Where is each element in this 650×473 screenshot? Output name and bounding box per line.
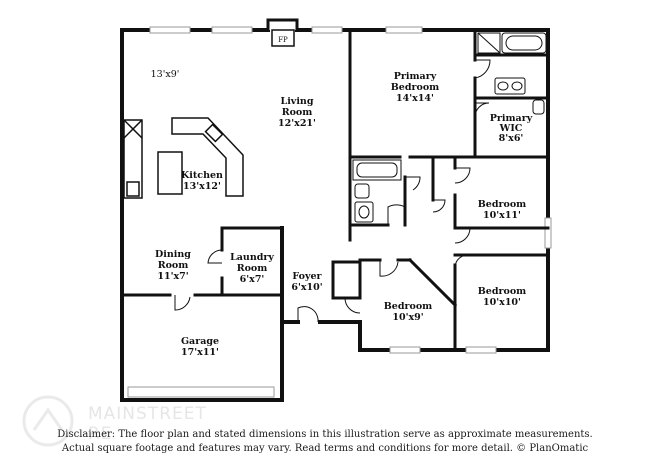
bedroom-s-dimensions: 10'x9' (392, 312, 423, 323)
porch-dimensions: 13'x9' (151, 69, 180, 80)
interior-walls (120, 28, 550, 352)
kitchen-label: Kitchen (181, 170, 223, 181)
laundry-room-dimensions: 6'x7' (240, 274, 265, 285)
windows (127, 26, 552, 398)
laundry-room-label-1: Laundry (230, 252, 274, 263)
disclaimer-line-1: Disclaimer: The floor plan and stated di… (57, 429, 593, 440)
primary-wic-label-2: WIC (499, 123, 523, 134)
watermark-logo-icon (22, 395, 74, 447)
watermark-text-2: RE (88, 424, 113, 444)
living-room-dimensions: 12'x21' (278, 118, 316, 129)
watermark-text-1: MAINSTREET (88, 404, 207, 424)
bedroom-ne-label: Bedroom (478, 199, 526, 210)
bedroom-se-label: Bedroom (478, 286, 526, 297)
bath-fixtures (352, 32, 547, 223)
primary-bedroom-label-1: Primary (394, 71, 437, 82)
primary-wic-label-1: Primary (490, 113, 533, 124)
foyer-dimensions: 6'x10' (291, 282, 322, 293)
fireplace-label: FP (278, 36, 288, 44)
garage-label: Garage (181, 336, 219, 347)
primary-bedroom-dimensions: 14'x14' (396, 93, 434, 104)
living-room-label-1: Living (281, 96, 314, 107)
doors (174, 59, 491, 323)
dining-room-label-1: Dining (155, 249, 191, 260)
disclaimer-line-2: Actual square footage and features may v… (61, 443, 589, 454)
laundry-room-label-2: Room (237, 263, 268, 274)
bedroom-ne-dimensions: 10'x11' (483, 210, 521, 221)
dining-room-label-2: Room (158, 260, 189, 271)
primary-wic-dimensions: 8'x6' (499, 133, 524, 144)
bedroom-s-label: Bedroom (384, 301, 432, 312)
foyer-label: Foyer (292, 271, 322, 282)
bedroom-se-dimensions: 10'x10' (483, 297, 521, 308)
dining-room-dimensions: 11'x7' (157, 271, 188, 282)
kitchen-counters (123, 117, 244, 199)
fireplace (266, 18, 299, 47)
primary-bedroom-label-2: Bedroom (391, 82, 439, 93)
garage-dimensions: 17'x11' (181, 347, 219, 358)
living-room-label-2: Room (282, 107, 313, 118)
kitchen-dimensions: 13'x12' (183, 181, 221, 192)
